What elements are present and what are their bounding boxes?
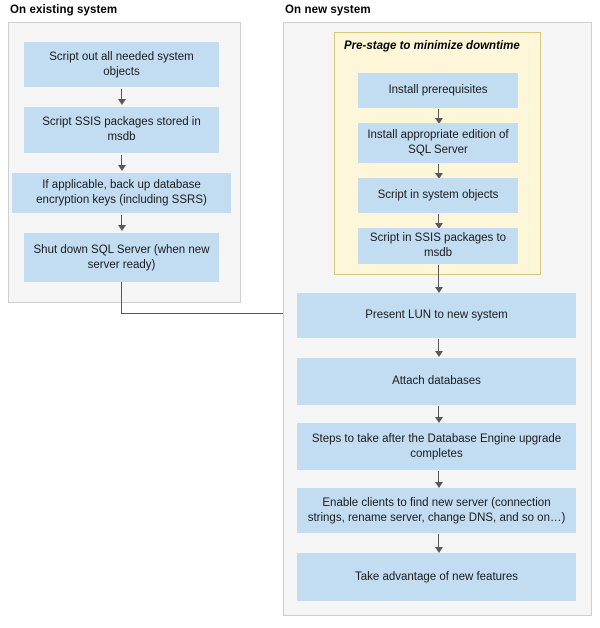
node-install-prerequisites[interactable]: Install prerequisites bbox=[358, 73, 518, 108]
node-attach-databases[interactable]: Attach databases bbox=[297, 358, 576, 405]
node-install-sql-edition[interactable]: Install appropriate edition of SQL Serve… bbox=[358, 123, 518, 163]
node-post-upgrade-steps[interactable]: Steps to take after the Database Engine … bbox=[297, 423, 576, 470]
node-backup-encryption-keys[interactable]: If applicable, back up database encrypti… bbox=[12, 173, 231, 213]
prestage-title: Pre-stage to minimize downtime bbox=[344, 40, 520, 52]
node-script-ssis-packages[interactable]: Script SSIS packages stored in msdb bbox=[24, 107, 219, 153]
panel-label-existing-system: On existing system bbox=[10, 4, 118, 16]
panel-label-new-system: On new system bbox=[285, 4, 371, 16]
node-shut-down-sql-server[interactable]: Shut down SQL Server (when new server re… bbox=[24, 233, 219, 282]
node-script-system-objects[interactable]: Script out all needed system objects bbox=[24, 42, 219, 87]
node-enable-clients[interactable]: Enable clients to find new server (conne… bbox=[297, 488, 576, 533]
node-script-in-system-objects[interactable]: Script in system objects bbox=[358, 178, 518, 213]
node-present-lun[interactable]: Present LUN to new system bbox=[297, 293, 576, 338]
node-take-advantage-features[interactable]: Take advantage of new features bbox=[297, 553, 576, 601]
node-script-in-ssis-packages[interactable]: Script in SSIS packages to msdb bbox=[358, 228, 518, 264]
